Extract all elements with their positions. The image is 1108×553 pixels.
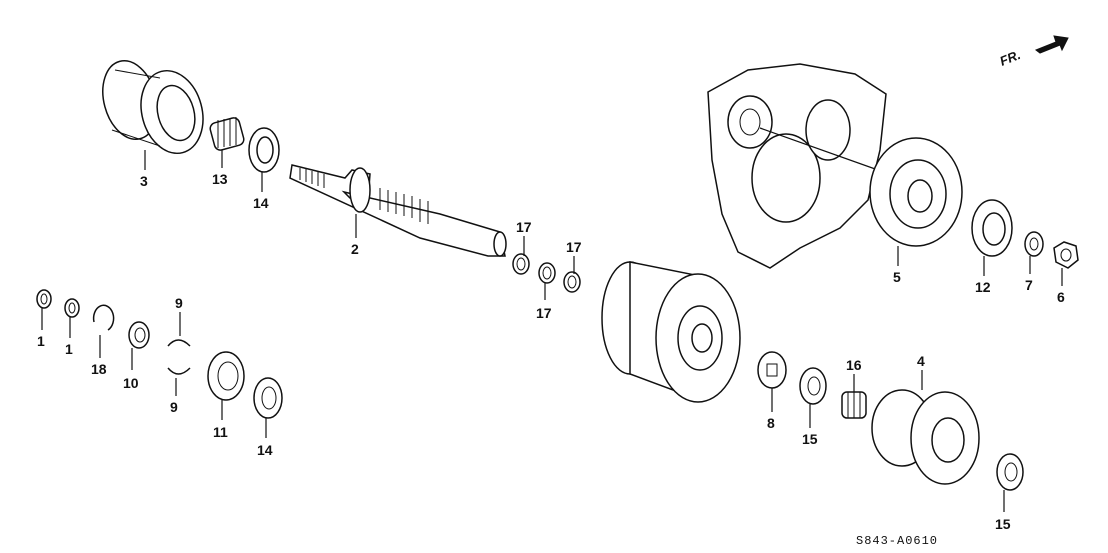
callout-11: 11 [213,424,228,440]
callout-17-a: 17 [516,219,532,235]
callout-3: 3 [140,173,148,189]
callout-5: 5 [893,269,901,285]
part-ring-1-a [36,289,52,309]
callout-15-mid: 15 [802,431,818,447]
callout-12: 12 [975,279,991,295]
callout-1-a: 1 [37,333,45,349]
part-snap-ring-17-c [563,271,581,293]
part-bushing-10 [128,321,150,349]
callout-15-low: 15 [995,516,1011,532]
transmission-housing [707,63,887,269]
front-direction-label: FR. [998,47,1023,69]
part-nut-6 [1053,241,1079,269]
callout-14-top: 14 [253,195,269,211]
part-thrust-washer-14-low [253,377,283,419]
callout-8: 8 [767,415,775,431]
part-needle-bearing-13 [209,117,245,151]
drawing-code: S843-A0610 [856,534,938,548]
part-thrust-bearing-15-low [996,453,1024,491]
part-cotter-9-b [167,367,191,375]
part-mainshaft-2 [289,164,507,257]
callout-2: 2 [351,241,359,257]
part-thrust-washer-14-top [248,127,280,173]
callout-18: 18 [91,361,107,377]
part-thrust-bearing-15-mid [799,367,827,405]
front-arrow-icon [1034,35,1069,54]
callout-13: 13 [212,171,228,187]
callout-16: 16 [846,357,862,373]
callout-9-b: 9 [170,399,178,415]
part-needle-bearing-16 [841,391,867,419]
part-ball-bearing-12 [971,199,1013,257]
front-direction-indicator: FR. [998,35,1069,69]
callout-9-a: 9 [175,295,183,311]
callout-6: 6 [1057,289,1065,305]
callout-4: 4 [917,353,925,369]
part-ring-1-b [64,298,80,318]
callout-17-b: 17 [536,305,552,321]
callout-17-c: 17 [566,239,582,255]
part-gear-5 [869,137,963,247]
callout-10: 10 [123,375,139,391]
part-snap-ring-17-a [512,253,530,275]
callout-1-b: 1 [65,341,73,357]
callout-7: 7 [1025,277,1033,293]
part-cotter-9-a [167,339,191,347]
part-washer-7 [1024,231,1044,257]
part-gear-4 [871,389,980,485]
part-collar-11 [207,351,245,401]
part-snap-ring-18 [92,304,115,331]
part-snap-ring-17-b [538,262,556,284]
leader-lines [41,150,1063,512]
part-thrust-washer-8 [757,351,787,389]
part-gear-3 [102,60,204,155]
callout-14-low: 14 [257,442,273,458]
part-clutch-assembly [601,261,741,403]
